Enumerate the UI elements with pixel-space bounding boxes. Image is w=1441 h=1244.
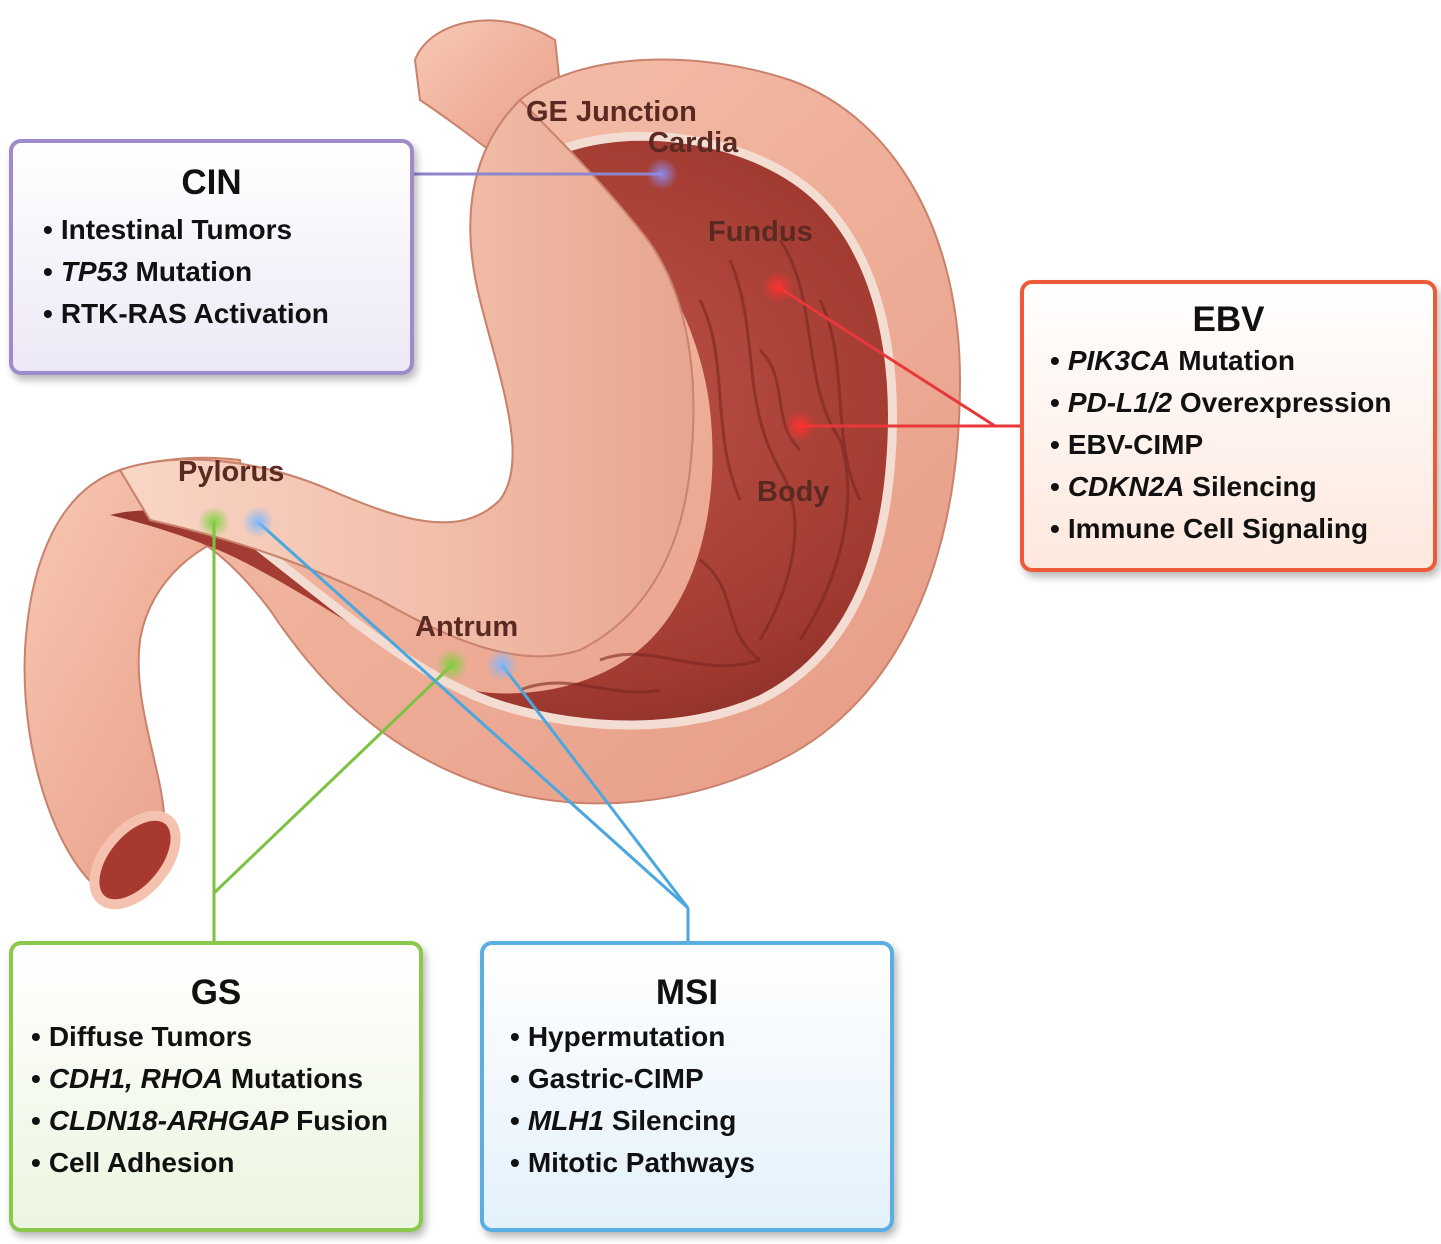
cin-box: CIN Intestinal TumorsTP53 MutationRTK-RA… bbox=[9, 139, 414, 375]
cin-list: Intestinal TumorsTP53 MutationRTK-RAS Ac… bbox=[43, 209, 410, 335]
msi-list: HypermutationGastric-CIMPMLH1 SilencingM… bbox=[510, 1016, 890, 1184]
subtype-feature-item: CDH1, RHOA Mutations bbox=[31, 1058, 419, 1100]
ebv-title: EBV bbox=[1024, 300, 1433, 340]
gs-list: Diffuse TumorsCDH1, RHOA MutationsCLDN18… bbox=[31, 1016, 419, 1184]
subtype-feature-item: MLH1 Silencing bbox=[510, 1100, 890, 1142]
subtype-feature-item: Mitotic Pathways bbox=[510, 1142, 890, 1184]
gene-name: PIK3CA bbox=[1068, 345, 1171, 376]
label-ge-junction: GE Junction bbox=[526, 96, 697, 128]
subtype-feature-item: PD-L1/2 Overexpression bbox=[1050, 382, 1433, 424]
label-body: Body bbox=[757, 476, 830, 508]
feature-text: Silencing bbox=[604, 1105, 736, 1136]
feature-text: Hypermutation bbox=[528, 1021, 726, 1052]
feature-text: Mutation bbox=[1171, 345, 1295, 376]
antrum-gs-marker bbox=[436, 649, 468, 681]
msi-title: MSI bbox=[484, 973, 890, 1013]
gs-connector-antrum bbox=[214, 665, 452, 893]
gene-name: CDKN2A bbox=[1068, 471, 1185, 502]
antrum-msi-marker bbox=[486, 649, 518, 681]
subtype-feature-item: Immune Cell Signaling bbox=[1050, 508, 1433, 550]
body-marker bbox=[784, 410, 816, 442]
subtype-feature-item: CLDN18-ARHGAP Fusion bbox=[31, 1100, 419, 1142]
feature-text: Overexpression bbox=[1172, 387, 1391, 418]
subtype-feature-item: PIK3CA Mutation bbox=[1050, 340, 1433, 382]
subtype-feature-item: Hypermutation bbox=[510, 1016, 890, 1058]
gene-name: CDH1, RHOA bbox=[49, 1063, 223, 1094]
feature-text: RTK-RAS Activation bbox=[61, 298, 329, 329]
msi-box: MSI HypermutationGastric-CIMP MLH1 Silenc… bbox=[480, 941, 894, 1232]
feature-text: Mutation bbox=[128, 256, 252, 287]
subtype-feature-item: CDKN2A Silencing bbox=[1050, 466, 1433, 508]
subtype-feature-item: Diffuse Tumors bbox=[31, 1016, 419, 1058]
ebv-box: EBV PIK3CA MutationPD-L1/2 Overexpressio… bbox=[1020, 280, 1437, 572]
label-pylorus: Pylorus bbox=[178, 456, 284, 488]
subtype-feature-item: Cell Adhesion bbox=[31, 1142, 419, 1184]
subtype-feature-item: Intestinal Tumors bbox=[43, 209, 410, 251]
subtype-feature-item: Gastric-CIMP bbox=[510, 1058, 890, 1100]
cardia-marker bbox=[646, 158, 678, 190]
label-cardia: Cardia bbox=[648, 127, 739, 159]
gene-name: PD-L1/2 bbox=[1068, 387, 1172, 418]
gs-box: GS Diffuse TumorsCDH1, RHOA MutationsCLD… bbox=[9, 941, 423, 1232]
gene-name: CLDN18-ARHGAP bbox=[49, 1105, 289, 1136]
feature-text: Intestinal Tumors bbox=[61, 214, 292, 245]
subtype-feature-item: EBV-CIMP bbox=[1050, 424, 1433, 466]
feature-text: Mutations bbox=[223, 1063, 363, 1094]
feature-text: Silencing bbox=[1185, 471, 1317, 502]
ebv-list: PIK3CA MutationPD-L1/2 OverexpressionEBV… bbox=[1050, 340, 1433, 550]
fundus-marker bbox=[762, 271, 794, 303]
feature-text: Mitotic Pathways bbox=[528, 1147, 755, 1178]
feature-text: Cell Adhesion bbox=[49, 1147, 235, 1178]
feature-text: Immune Cell Signaling bbox=[1068, 513, 1368, 544]
feature-text: Diffuse Tumors bbox=[49, 1021, 252, 1052]
subtype-feature-item: TP53 Mutation bbox=[43, 251, 410, 293]
feature-text: Fusion bbox=[288, 1105, 388, 1136]
gene-name: MLH1 bbox=[528, 1105, 604, 1136]
gene-name: TP53 bbox=[61, 256, 128, 287]
subtype-feature-item: RTK-RAS Activation bbox=[43, 293, 410, 335]
label-fundus: Fundus bbox=[708, 216, 813, 248]
cin-title: CIN bbox=[13, 163, 410, 203]
feature-text: EBV-CIMP bbox=[1068, 429, 1203, 460]
label-antrum: Antrum bbox=[415, 611, 518, 643]
feature-text: Gastric-CIMP bbox=[528, 1063, 704, 1094]
gs-title: GS bbox=[13, 973, 419, 1013]
pylorus-msi-marker bbox=[242, 506, 274, 538]
pylorus-gs-marker bbox=[198, 506, 230, 538]
